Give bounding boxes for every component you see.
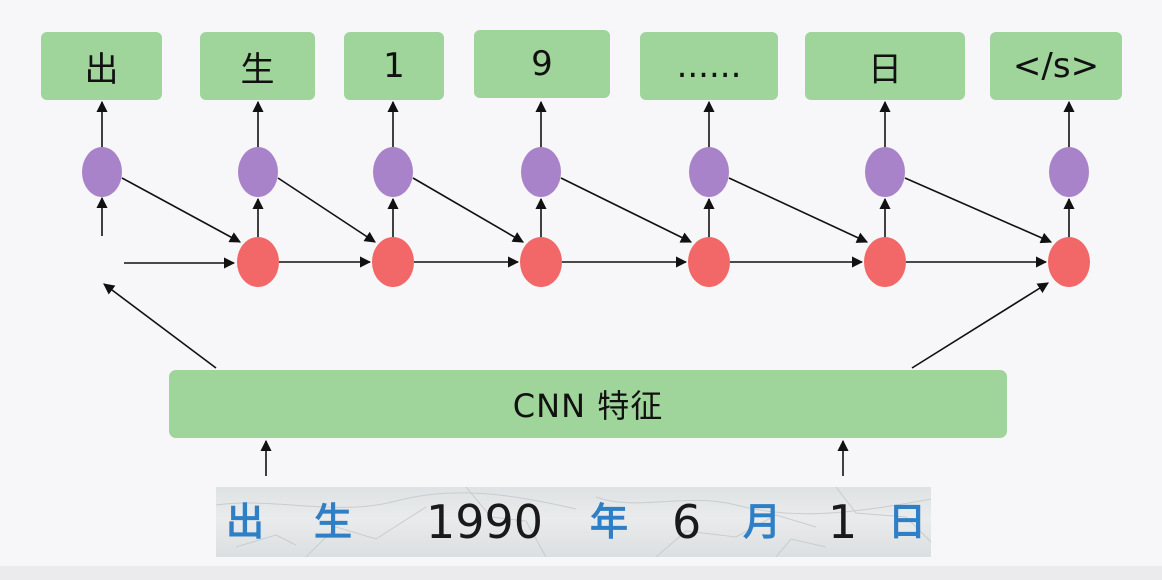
- output-token-label: 1: [383, 46, 405, 86]
- hidden-state-node: [82, 147, 122, 197]
- output-token-box: 1: [344, 32, 444, 100]
- output-token-label: ......: [676, 46, 742, 86]
- diagonal-arrow: [412, 177, 524, 243]
- bottom-strip: [0, 566, 1162, 580]
- hidden-state-node: [865, 147, 905, 197]
- hidden-state-node: [373, 147, 413, 197]
- attention-node: [864, 237, 906, 287]
- attention-node: [1048, 237, 1090, 287]
- diagonal-arrow: [904, 177, 1053, 244]
- output-token-box: ......: [640, 32, 778, 100]
- attention-node: [520, 237, 562, 287]
- output-token-box: </s>: [990, 32, 1122, 100]
- photo-number: 1: [828, 495, 858, 549]
- photo-number: 1990: [426, 495, 544, 549]
- output-token-box: 出: [41, 32, 162, 100]
- photo-char: 生: [314, 500, 353, 544]
- input-image-strip: 出 生 1990 年 6 月 1 日: [216, 487, 931, 557]
- hidden-state-node: [1049, 147, 1089, 197]
- diagonal-arrow: [560, 177, 693, 243]
- diagonal-arrow: [277, 177, 376, 243]
- photo-char: 年: [590, 500, 629, 544]
- hidden-state-node: [689, 147, 729, 197]
- output-token-box: 9: [474, 30, 610, 98]
- diagonal-arrow: [121, 177, 241, 243]
- output-token-label: 日: [868, 49, 902, 90]
- hidden-state-node: [238, 147, 278, 197]
- photo-texture: [216, 487, 931, 557]
- cnn-feature-box: CNN 特征: [169, 370, 1007, 438]
- output-token-label: 出: [84, 49, 119, 90]
- attention-node: [237, 237, 279, 287]
- attention-node: [372, 237, 414, 287]
- cnn-to-end-arrow: [911, 282, 1049, 369]
- output-token-label: </s>: [1012, 46, 1100, 86]
- cnn-to-start-arrow: [103, 283, 217, 369]
- photo-char: 月: [743, 500, 782, 544]
- attention-node: [688, 237, 730, 287]
- diagonal-arrow: [728, 177, 869, 243]
- output-token-label: 9: [531, 44, 553, 84]
- photo-char: 出: [226, 500, 265, 544]
- node-layer: [82, 147, 1090, 287]
- hidden-state-node: [521, 147, 561, 197]
- arrow-layer: [96, 100, 1075, 476]
- cnn-feature-label: CNN 特征: [512, 387, 664, 425]
- output-token-box: 日: [805, 32, 965, 100]
- photo-char: 日: [888, 500, 927, 544]
- output-token-box: 生: [200, 32, 315, 100]
- output-token-label: 生: [240, 49, 275, 90]
- photo-number: 6: [672, 495, 702, 549]
